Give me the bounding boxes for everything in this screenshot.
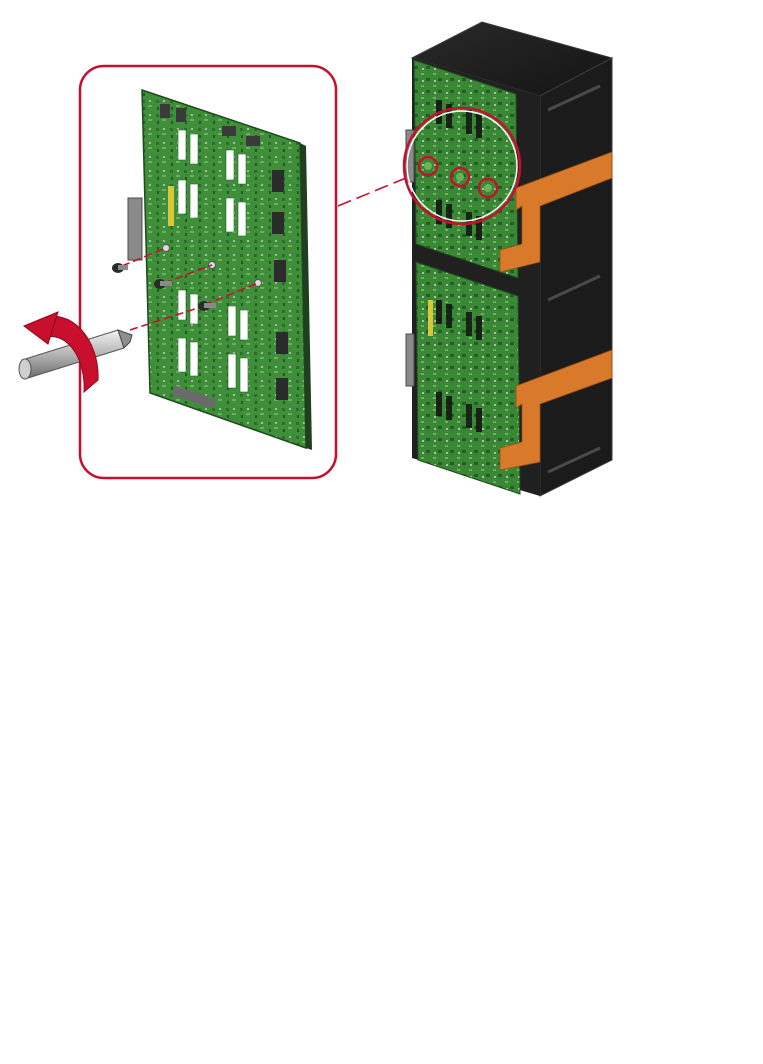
lower-yellow-connector (428, 300, 433, 336)
left-connector (128, 198, 142, 260)
rotation-arrow-head (24, 312, 58, 344)
screwdriver-handle-end (19, 359, 31, 379)
chassis-side (540, 58, 612, 496)
yellow-connector (168, 186, 174, 226)
callout-leader (338, 178, 406, 206)
chassis-left-connector-lower (406, 334, 414, 386)
circuit-board (128, 90, 312, 450)
chassis-with-two-boards (404, 22, 612, 496)
